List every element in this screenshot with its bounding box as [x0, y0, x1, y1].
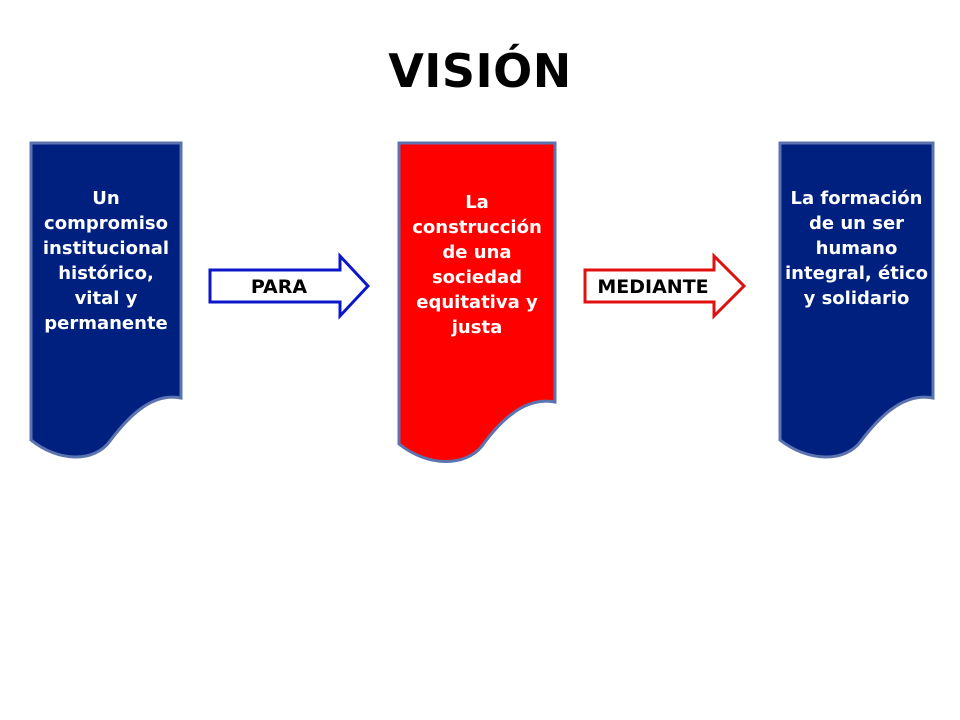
- box-text-commitment: Un compromiso institucional histórico, v…: [42, 188, 170, 334]
- arrow-shape-para: [208, 252, 371, 320]
- box-text-formation: La formación de un ser humano integral, …: [785, 188, 928, 309]
- arrow-shape-mediante: [583, 252, 747, 320]
- arrow-label-para: PARA: [250, 276, 308, 298]
- document-shape-commitment: [29, 141, 183, 459]
- document-shape-construction: [397, 141, 557, 463]
- box-text-construction: La construcción de una sociedad equitati…: [412, 192, 542, 338]
- arrow-label-mediante: MEDIANTE: [597, 276, 709, 298]
- document-shape-formation: [778, 141, 935, 459]
- slide-title: VISIÓN: [388, 44, 572, 98]
